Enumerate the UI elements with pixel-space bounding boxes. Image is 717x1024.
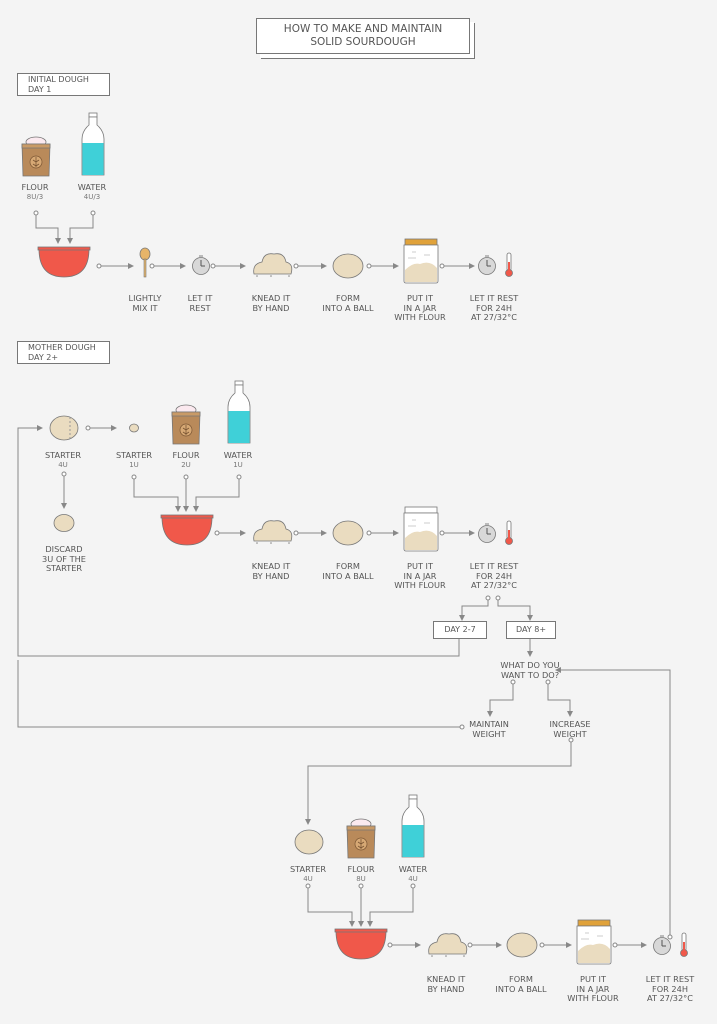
discard-dough-icon: [53, 514, 75, 532]
day-8-plus-box: DAY 8+: [506, 621, 556, 639]
mother-water-1u: WATER1u: [223, 450, 253, 469]
mixing-bowl-icon: [37, 246, 91, 278]
thermometer-icon: [505, 520, 513, 545]
mixing-bowl-icon: [160, 514, 214, 546]
increase-water-4u: WATER4u: [398, 864, 428, 883]
flour-bag-icon: [171, 404, 201, 445]
mother-starter-4u: STARTER4u: [44, 450, 82, 469]
water-bottle-icon: [227, 380, 251, 444]
increase-starter-4u: STARTER4u: [289, 864, 327, 883]
thermometer-icon: [680, 932, 688, 957]
jar-icon: [403, 238, 439, 284]
dough-ball-icon: [332, 520, 364, 546]
dough-ball-icon: [506, 932, 538, 958]
mother-flour-2u: FLOUR2u: [172, 450, 200, 469]
ingredient-water: WATER4u/3: [77, 182, 107, 201]
starter-small-icon: [129, 423, 139, 433]
timer-icon: [192, 255, 210, 275]
spoon-icon: [139, 247, 151, 278]
section-mother-dough: MOTHER DOUGH DAY 2+: [17, 341, 110, 364]
flour-bag-icon: [21, 136, 51, 177]
kneaded-dough-icon: [253, 520, 293, 544]
kneaded-dough-icon: [428, 933, 468, 957]
timer-icon: [653, 935, 671, 955]
timer-icon: [478, 523, 496, 543]
flour-bag-icon: [346, 818, 376, 859]
timer-icon: [478, 255, 496, 275]
section-initial-dough: INITIAL DOUGH DAY 1: [17, 73, 110, 96]
dough-ball-icon: [332, 253, 364, 279]
jar-icon: [403, 506, 439, 552]
increase-flour-8u: FLOUR8u: [347, 864, 375, 883]
mother-starter-1u: STARTER1u: [115, 450, 153, 469]
water-bottle-icon: [81, 112, 105, 176]
starter-dough-icon: [294, 829, 324, 855]
kneaded-dough-icon: [253, 253, 293, 277]
jar-icon: [576, 919, 612, 965]
day-2-7-box: DAY 2-7: [433, 621, 487, 639]
diagram-title: HOW TO MAKE AND MAINTAIN SOLID SOURDOUGH: [256, 18, 470, 54]
starter-dough-icon: [49, 415, 79, 441]
thermometer-icon: [505, 252, 513, 277]
ingredient-flour: FLOUR8u/3: [21, 182, 49, 201]
water-bottle-icon: [401, 794, 425, 858]
mixing-bowl-icon: [334, 928, 388, 960]
